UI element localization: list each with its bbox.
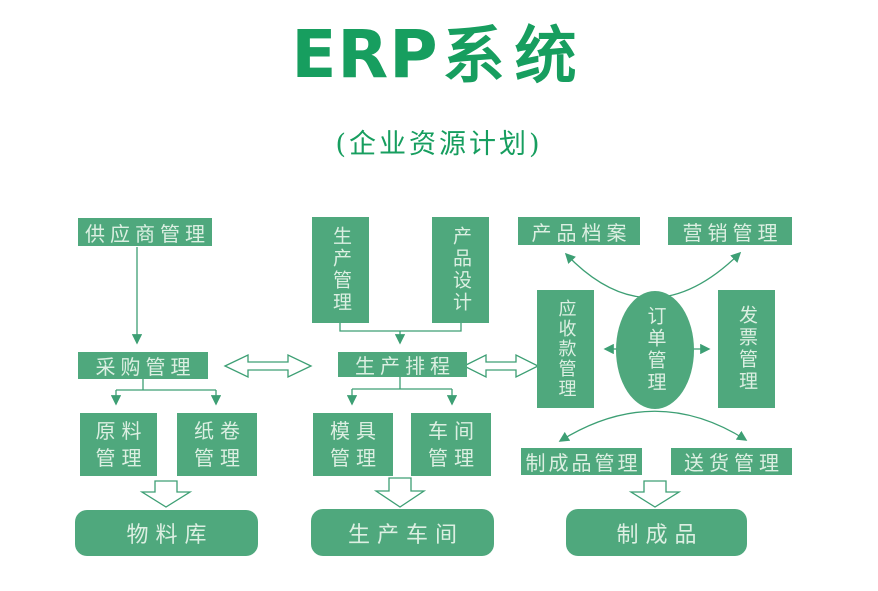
node-workshop-management: 车间 管理 (411, 413, 491, 476)
title-erp: ERP (291, 16, 439, 93)
node-paper-roll-management: 纸卷 管理 (177, 413, 257, 476)
node-marketing-management: 营销管理 (668, 217, 792, 245)
node-product-archive: 产品档案 (518, 217, 640, 245)
node-finished-product-management: 制成品管理 (521, 448, 642, 475)
node-product-design: 产品设计 (432, 217, 489, 323)
node-purchasing-management: 采购管理 (78, 352, 208, 379)
node-production-management: 生产管理 (312, 217, 369, 323)
node-delivery-management: 送货管理 (671, 448, 792, 475)
title-system: 系统 (442, 19, 587, 92)
node-production-scheduling: 生产排程 (338, 352, 467, 378)
node-accounts-receivable-management: 应收款管理 (537, 290, 594, 408)
node-order-management: 订单管理 (616, 291, 694, 409)
node-production-workshop: 生产车间 (311, 509, 494, 556)
node-invoice-management: 发票管理 (718, 290, 775, 408)
page-title: ERP系统 (0, 22, 878, 88)
node-material-warehouse: 物料库 (75, 510, 258, 556)
node-finished-products: 制成品 (566, 509, 747, 556)
node-supplier-management: 供应商管理 (78, 218, 212, 246)
node-raw-material-management: 原料 管理 (80, 413, 157, 476)
page-subtitle: (企业资源计划) (335, 129, 543, 160)
node-mold-management: 模具 管理 (313, 413, 393, 476)
